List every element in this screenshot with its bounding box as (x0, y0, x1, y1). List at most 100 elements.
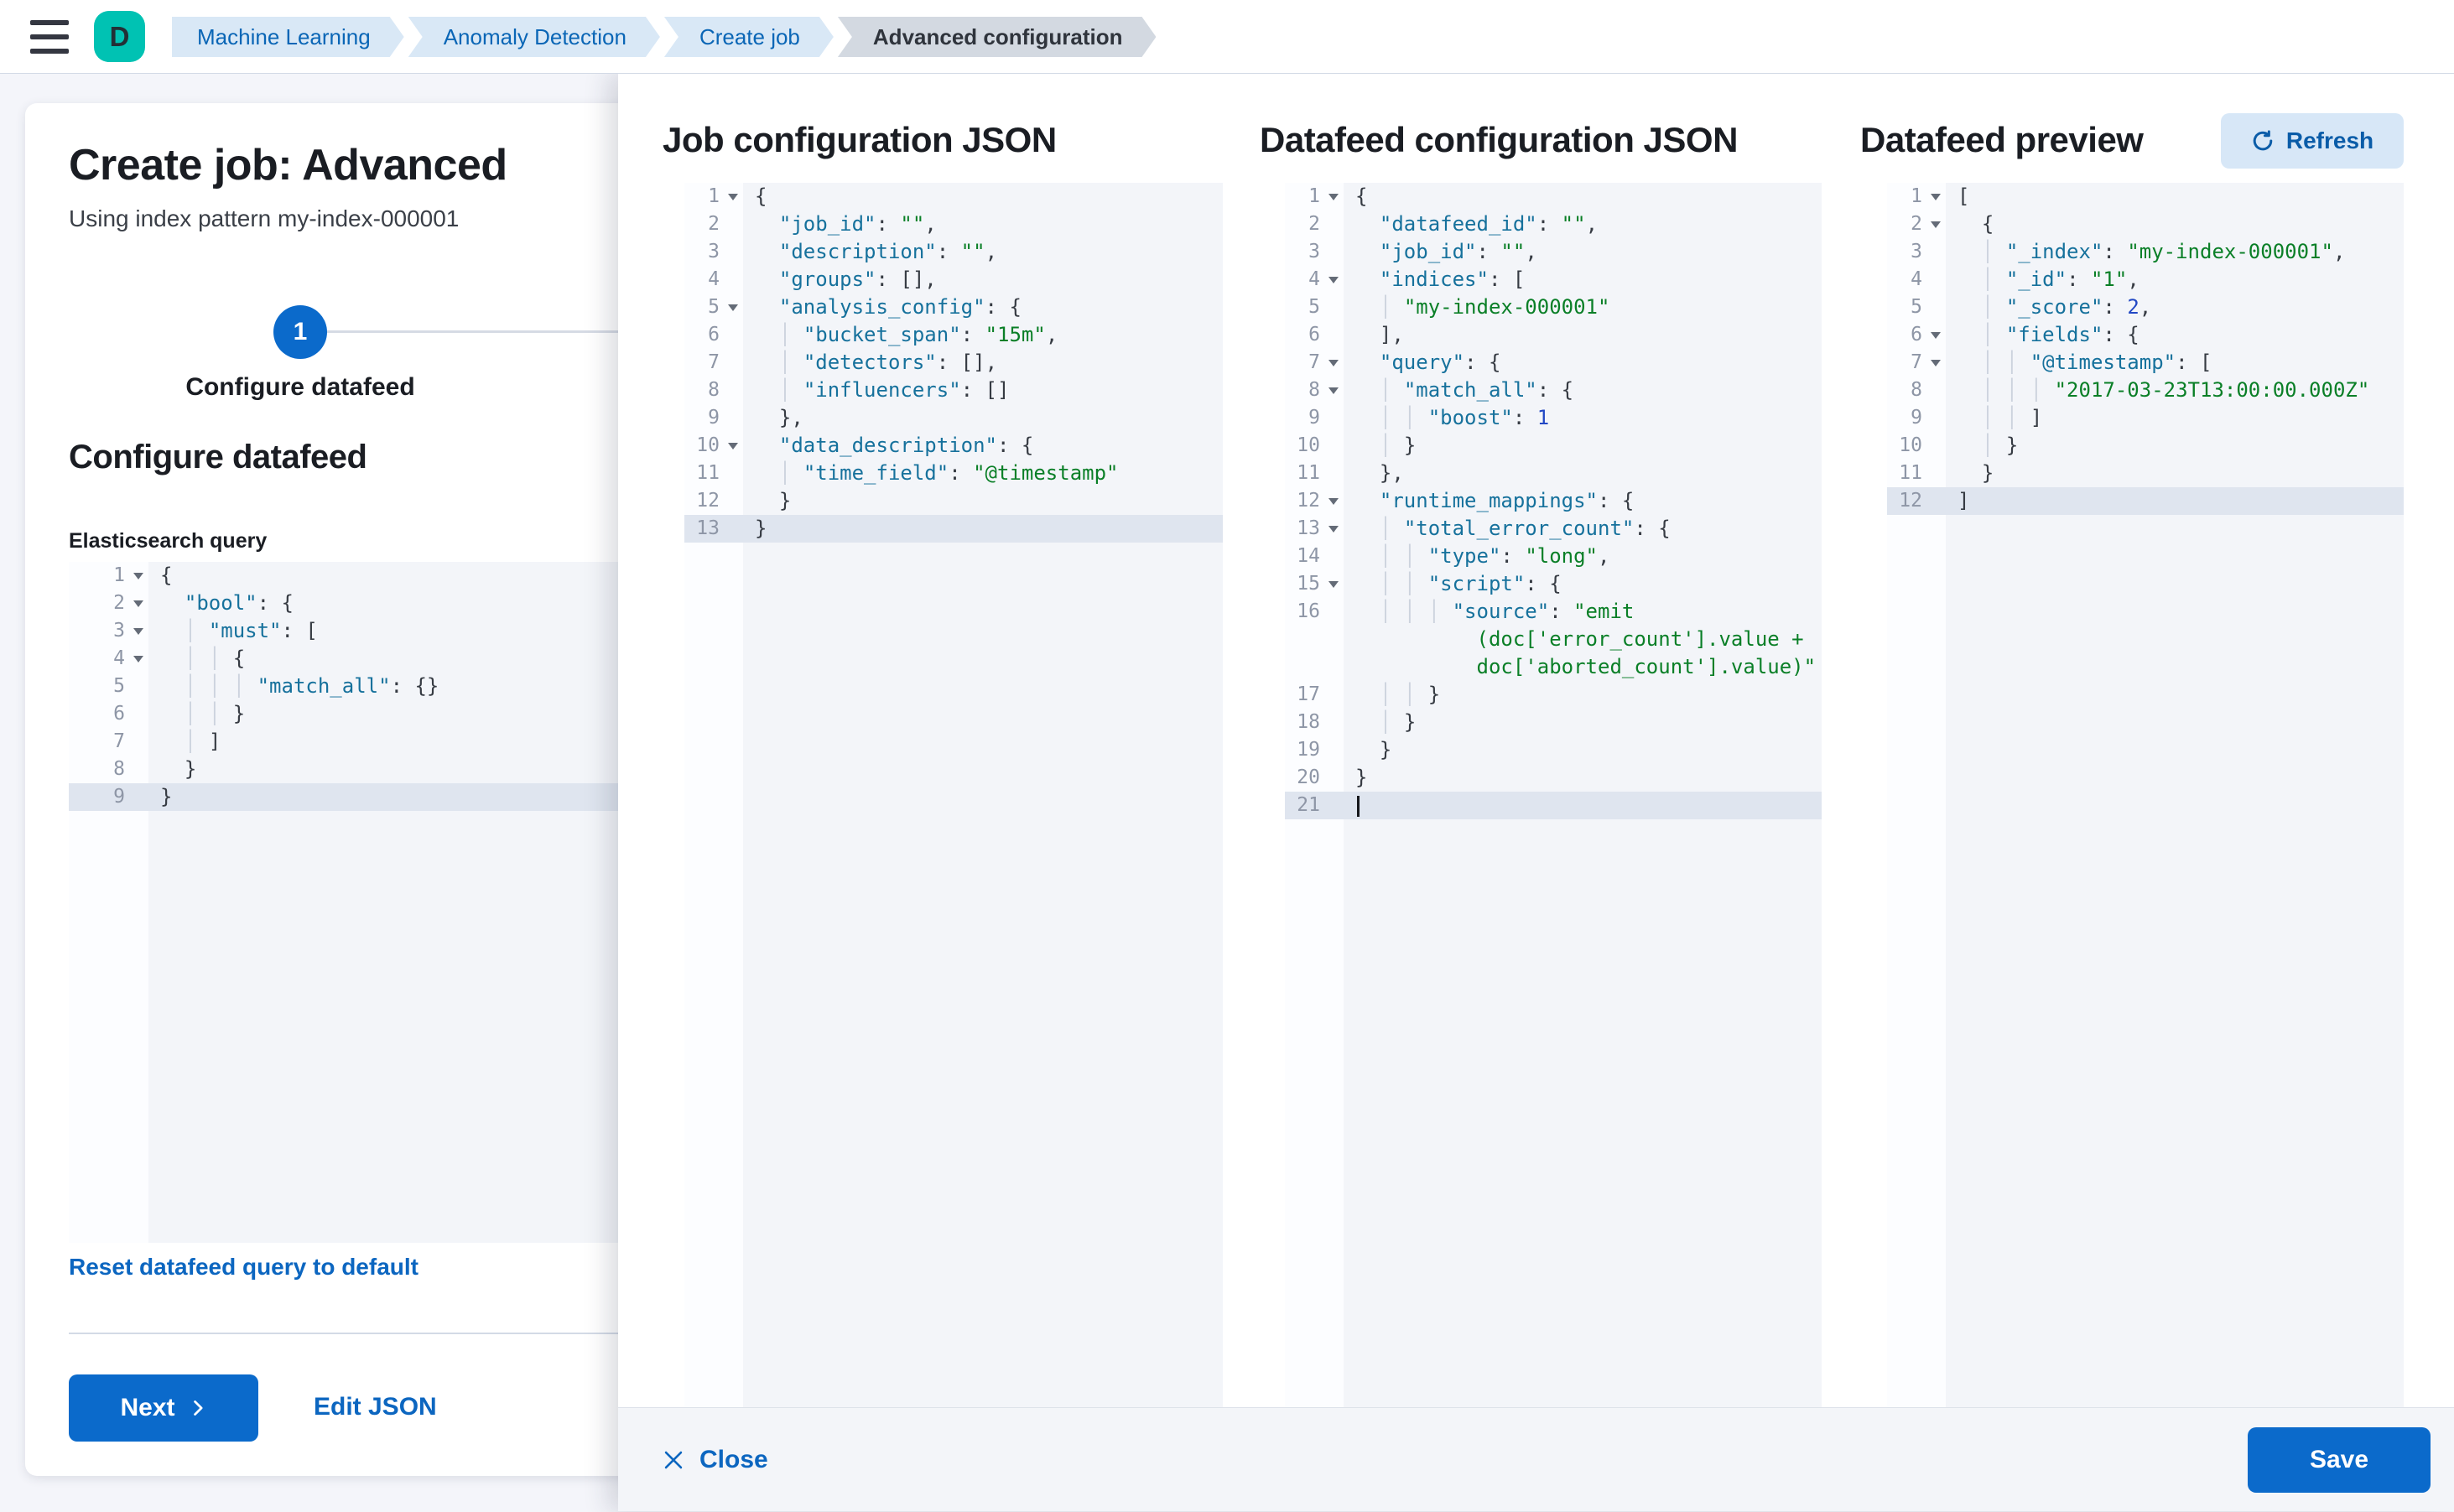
flyout-footer: Close Save (618, 1407, 2454, 1511)
fold-toggle-icon[interactable] (1931, 332, 1941, 339)
editor-line: 3 "job_id": "", (1308, 240, 1537, 263)
editor-line: 2 "bool": { (113, 591, 294, 615)
breadcrumb-item-machine-learning[interactable]: Machine Learning (172, 17, 404, 57)
editor-line: 10 │ } (1297, 434, 1417, 457)
line-number: 5 (1911, 296, 1922, 318)
fold-toggle-icon[interactable] (1328, 360, 1339, 366)
editor-line: 1{ (113, 564, 173, 587)
reset-datafeed-query-link[interactable]: Reset datafeed query to default (69, 1254, 419, 1280)
fold-toggle-icon[interactable] (133, 600, 143, 607)
fold-toggle-icon[interactable] (1328, 526, 1339, 533)
editor-line: 2 "datafeed_id": "", (1308, 212, 1599, 236)
editor-line: 4 │ "_id": "1", (1911, 268, 2139, 291)
menu-bar (30, 20, 69, 25)
section-heading: Configure datafeed (69, 439, 367, 475)
edit-json-link[interactable]: Edit JSON (314, 1393, 437, 1421)
line-number: 7 (1911, 351, 1922, 373)
refresh-button[interactable]: Refresh (2221, 113, 2404, 169)
menu-bar (30, 49, 69, 54)
line-number: 2 (1911, 213, 1922, 235)
save-button[interactable]: Save (2248, 1427, 2431, 1493)
datafeed-configuration-json-editor[interactable]: 1{2 "datafeed_id": "",3 "job_id": "",4 "… (1285, 183, 1822, 1407)
line-number: 5 (708, 296, 720, 318)
fold-toggle-icon[interactable] (133, 656, 143, 662)
editor-line: 5 │ "_score": 2, (1911, 295, 2152, 319)
job-configuration-json-editor[interactable]: 1{2 "job_id": "",3 "description": "",4 "… (684, 183, 1223, 1407)
refresh-icon (2253, 130, 2273, 151)
editor-line: 1{ (708, 184, 767, 208)
line-number: 16 (1297, 600, 1320, 622)
menu-icon[interactable] (30, 20, 69, 54)
fold-toggle-icon[interactable] (728, 194, 738, 200)
line-number: 11 (1297, 462, 1320, 484)
fold-toggle-icon[interactable] (728, 443, 738, 449)
fold-toggle-icon[interactable] (1328, 194, 1339, 200)
editor-line: 1{ (1308, 184, 1368, 208)
wizard-progress-line (327, 330, 718, 333)
elasticsearch-query-editor[interactable]: 1{2 "bool": {3 │ "must": [4 │ │ {5 │ │ │… (69, 562, 661, 1243)
line-number: 1 (708, 185, 720, 207)
line-number: 5 (113, 675, 125, 697)
editor-line: 8 │ "influencers": [] (708, 378, 1010, 402)
edit-json-flyout: Job configuration JSON Datafeed configur… (618, 74, 2454, 1511)
editor-line: 11 │ "time_field": "@timestamp" (696, 461, 1119, 485)
line-number: 9 (113, 786, 125, 808)
editor-line: 12 } (696, 489, 792, 512)
line-number: 13 (696, 517, 720, 539)
editor-line: 6 ], (1308, 323, 1404, 346)
breadcrumb-item-create-job[interactable]: Create job (664, 17, 834, 57)
editor-line: 8 │ "match_all": { (1308, 378, 1574, 402)
fold-toggle-icon[interactable] (1328, 581, 1339, 588)
line-number: 14 (1297, 545, 1320, 567)
close-button[interactable]: Close (663, 1408, 768, 1512)
fold-toggle-icon[interactable] (133, 573, 143, 579)
line-number: 19 (1297, 739, 1320, 761)
editor-line: 4 │ │ { (113, 647, 246, 670)
fold-toggle-icon[interactable] (133, 628, 143, 635)
close-icon (664, 1451, 683, 1469)
line-number: 21 (1297, 794, 1320, 816)
fold-toggle-icon[interactable] (1328, 387, 1339, 394)
line-number: 4 (1308, 268, 1320, 290)
datafeed-preview-editor[interactable]: 1[2 {3 │ "_index": "my-index-000001",4 │… (1887, 183, 2404, 1407)
fold-toggle-icon[interactable] (1328, 498, 1339, 505)
line-number: 8 (708, 379, 720, 401)
editor-line: 12] (1887, 487, 2404, 515)
wizard-step-1-indicator[interactable]: 1 (273, 305, 327, 359)
fold-toggle-icon[interactable] (728, 304, 738, 311)
line-number: 12 (1899, 490, 1922, 512)
elasticsearch-query-label: Elasticsearch query (69, 529, 268, 553)
line-number: 3 (1911, 241, 1922, 262)
editor-line: 3 │ "_index": "my-index-000001", (1911, 240, 2346, 263)
fold-toggle-icon[interactable] (1931, 221, 1941, 228)
line-number: 15 (1297, 573, 1320, 595)
editor-line: 9 }, (708, 406, 803, 429)
fold-toggle-icon[interactable] (1931, 194, 1941, 200)
next-button[interactable]: Next (69, 1374, 258, 1442)
editor-line: 7 "query": { (1308, 351, 1501, 374)
line-number: 8 (113, 758, 125, 780)
datafeed-configuration-json-title: Datafeed configuration JSON (1260, 120, 1738, 159)
editor-line: 11 }, (1297, 461, 1404, 485)
editor-line: doc['aborted_count'].value)" (1476, 655, 1817, 678)
breadcrumb-item-anomaly-detection[interactable]: Anomaly Detection (408, 17, 660, 57)
fold-toggle-icon[interactable] (1931, 360, 1941, 366)
fold-toggle-icon[interactable] (1328, 277, 1339, 283)
editor-line: 12 "runtime_mappings": { (1297, 489, 1635, 512)
editor-line: 3 │ "must": [ (113, 619, 318, 642)
editor-line: 2 { (1911, 212, 1994, 236)
editor-line: 20} (1297, 766, 1368, 789)
line-number: 20 (1297, 766, 1320, 788)
line-number: 1 (1308, 185, 1320, 207)
line-number: 10 (1297, 434, 1320, 456)
editor-line: 7 │ "detectors": [], (708, 351, 998, 374)
editor-line: 9} (69, 783, 661, 811)
line-number: 2 (113, 592, 125, 614)
text-cursor (1357, 795, 1360, 817)
space-avatar[interactable]: D (94, 11, 145, 62)
line-number: 1 (113, 564, 125, 586)
editor-line: 2 "job_id": "", (708, 212, 937, 236)
line-number: 13 (1297, 517, 1320, 539)
line-number: 12 (696, 490, 720, 512)
